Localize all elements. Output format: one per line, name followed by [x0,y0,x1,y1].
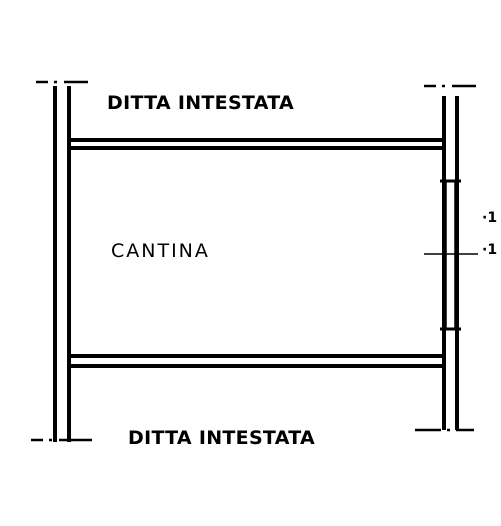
edge-label-lower: ·1 [482,242,497,258]
boundary-marks [31,80,476,442]
opening-gap [446,182,455,328]
walls [53,86,459,442]
bottom-owner-label: DITTA INTESTATA [128,427,315,449]
cantina-room [67,146,446,358]
room-label-cantina: CANTINA [111,240,210,262]
edge-label-upper: ·1 [482,210,497,226]
top-owner-label: DITTA INTESTATA [107,92,294,114]
right-opening [424,179,478,331]
